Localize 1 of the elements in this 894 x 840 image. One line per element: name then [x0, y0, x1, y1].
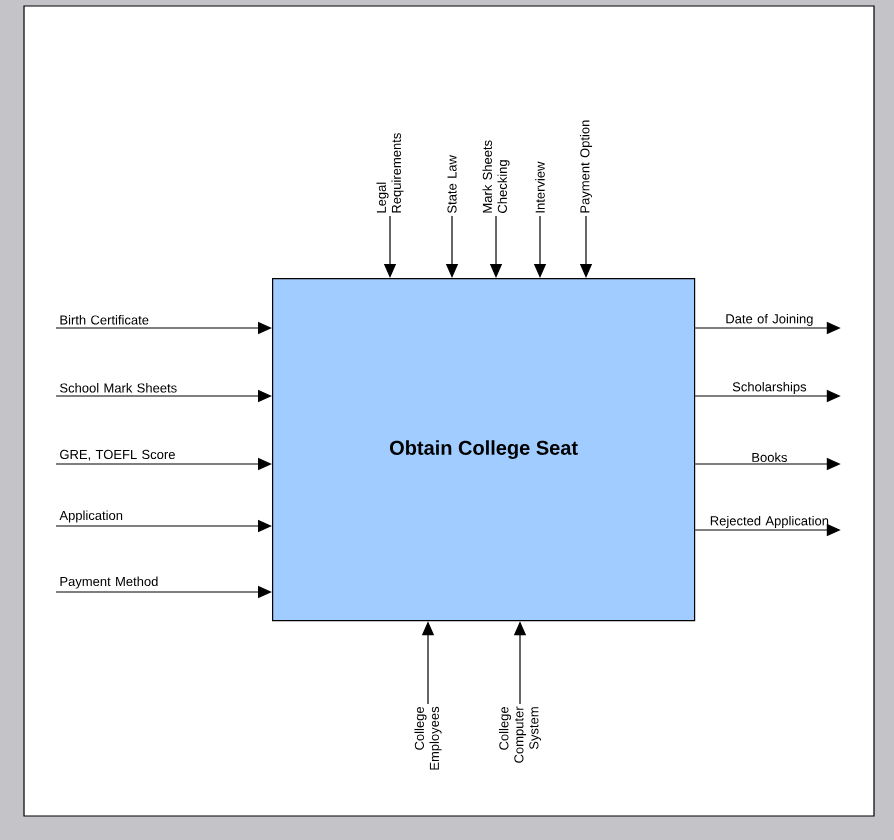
- process-box: Obtain College Seat: [272, 278, 696, 622]
